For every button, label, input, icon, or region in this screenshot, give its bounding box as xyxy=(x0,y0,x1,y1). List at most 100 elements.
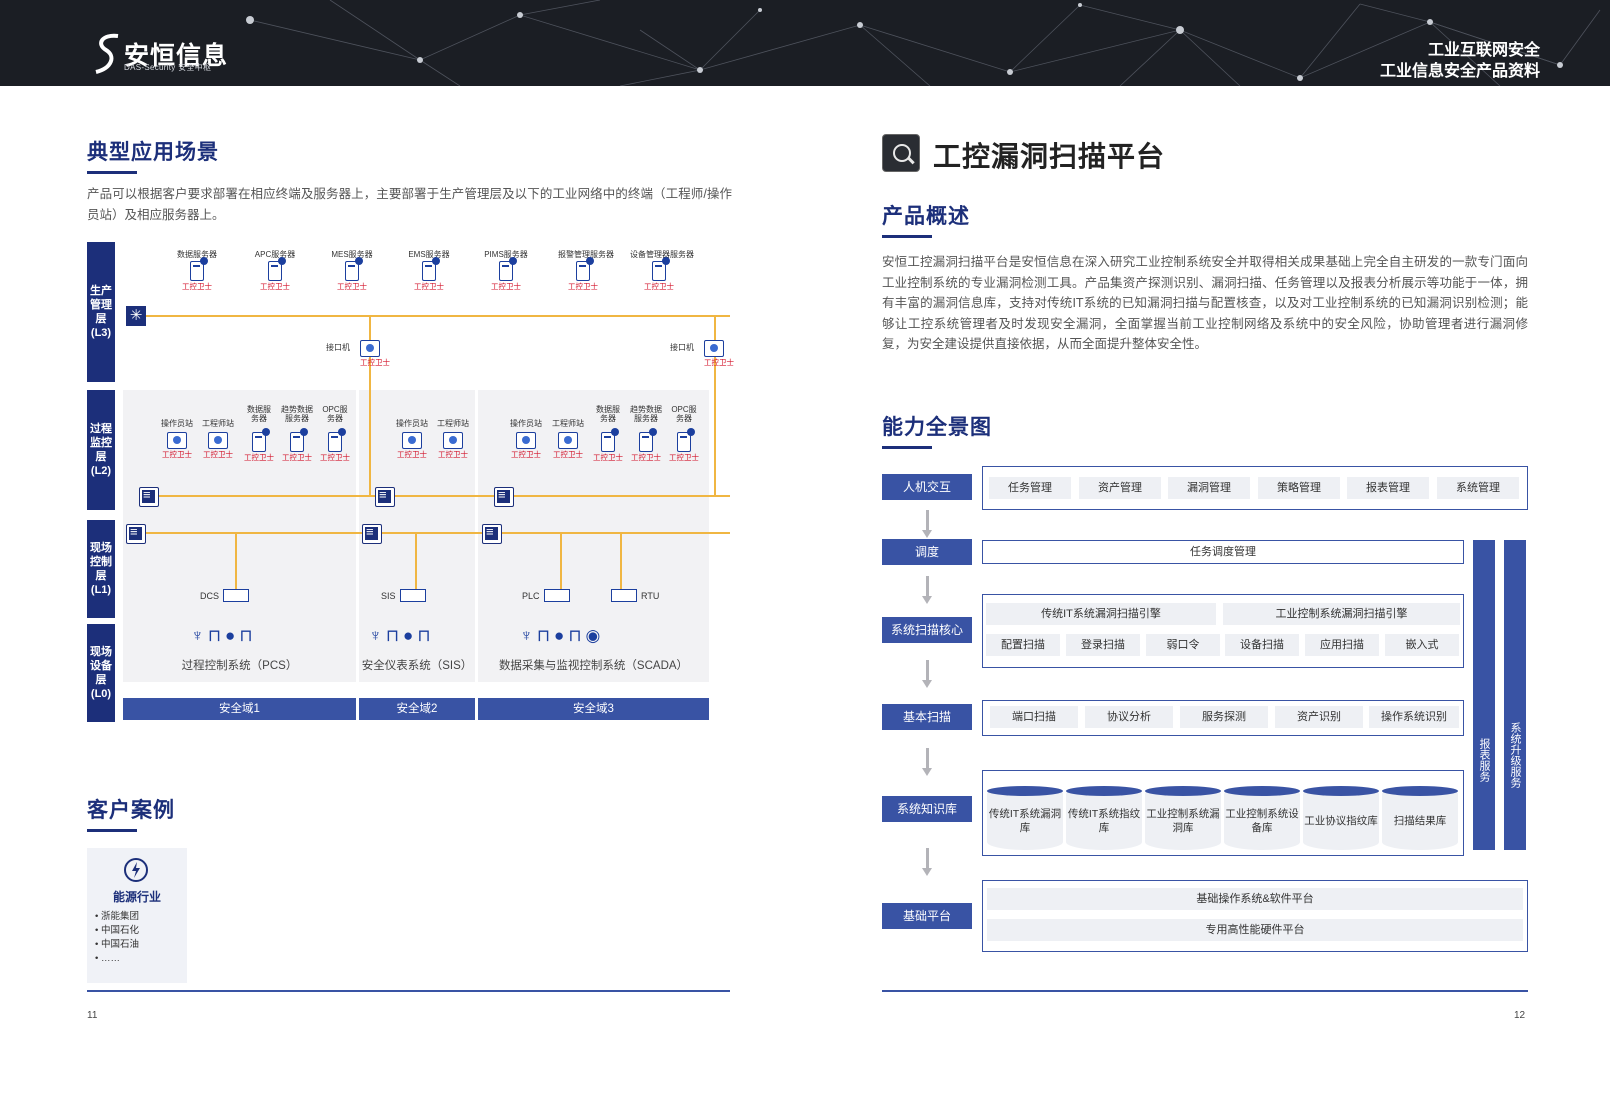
rtu-link xyxy=(620,532,622,590)
list-item: • …… xyxy=(95,953,120,964)
down-arrow-icon xyxy=(922,576,932,606)
case-list: • 浙能集团 • 中国石化 • 中国石油 • …… xyxy=(95,910,185,966)
kb-item: 工业控制系统设备库 xyxy=(1224,786,1300,850)
layer-schedule: 调度 xyxy=(882,539,972,565)
z3-opc-server: OPC服务器工控卫士 xyxy=(669,405,699,462)
workstation-icon xyxy=(167,432,187,449)
server-icon xyxy=(639,428,657,452)
logo-subtitle: DAS-Security 安全中枢 xyxy=(124,63,212,72)
schedule-box: 任务调度管理 xyxy=(982,540,1464,564)
gateway-link-2 xyxy=(714,315,716,495)
controller-icon xyxy=(543,589,570,602)
workstation-icon xyxy=(402,432,422,449)
switch-icon xyxy=(139,487,159,507)
workstation-icon xyxy=(558,432,578,449)
kb-item: 传统IT系统漏洞库 xyxy=(987,786,1063,850)
workstation-icon xyxy=(208,432,228,449)
gateway-icon xyxy=(360,340,380,357)
engine-ics: 工业控制系统漏洞扫描引擎 xyxy=(1223,603,1460,625)
hci-item: 漏洞管理 xyxy=(1168,477,1250,499)
system-scada: 数据采集与监视控制系统（SCADA） xyxy=(498,660,689,672)
zone-label-2: 安全域2 xyxy=(359,698,475,720)
l3-server-1: 数据服务器工控卫士 xyxy=(177,250,217,291)
firewall-icon: ✳ xyxy=(126,306,146,326)
server-icon xyxy=(652,257,670,281)
switch-icon xyxy=(375,487,395,507)
footer-divider xyxy=(882,990,1528,992)
list-item: • 中国石油 xyxy=(95,939,139,950)
kb-item: 扫描结果库 xyxy=(1382,786,1458,850)
dcs-link xyxy=(235,532,237,590)
server-icon xyxy=(290,428,308,452)
logo-text: 安恒信息 xyxy=(124,42,229,70)
l3-server-6: 报警管理服务器工控卫士 xyxy=(558,250,614,291)
server-icon xyxy=(422,257,440,281)
scan-core-item: 应用扫描 xyxy=(1305,634,1379,656)
server-icon xyxy=(190,257,208,281)
page-number-right: 12 xyxy=(1514,1010,1526,1021)
scenario-description: 产品可以根据客户要求部署在相应终端及服务器上，主要部署于生产管理层及以下的工业网… xyxy=(87,187,732,222)
z3-data-server: 数据服务器工控卫士 xyxy=(593,405,623,462)
system-pcs: 过程控制系统（PCS） xyxy=(181,660,298,672)
capability-title: 能力全景图 xyxy=(882,411,992,449)
l2-network-line-b xyxy=(146,532,730,534)
l3-server-4: EMS服务器工控卫士 xyxy=(408,250,450,291)
gateway-link-1 xyxy=(369,315,371,495)
server-icon xyxy=(576,257,594,281)
level-l0: 现场设备层(L0) xyxy=(87,624,115,722)
level-l1: 现场控制层(L1) xyxy=(87,520,115,618)
basic-scan-item: 协议分析 xyxy=(1085,706,1173,728)
layer-kb: 系统知识库 xyxy=(882,796,972,822)
plc-controller: PLC xyxy=(522,589,570,602)
zone-1-area xyxy=(123,390,356,682)
engine-it: 传统IT系统漏洞扫描引擎 xyxy=(986,603,1216,625)
z2-engineer-station: 工程师站工控卫士 xyxy=(437,419,469,459)
basic-scan-item: 服务探测 xyxy=(1180,706,1268,728)
sis-controller: SIS xyxy=(381,589,426,602)
list-item: • 浙能集团 xyxy=(95,911,139,922)
gateway-icon xyxy=(704,340,724,357)
layer-scan-core: 系统扫描核心 xyxy=(882,617,972,643)
logo-mark-icon xyxy=(95,33,119,74)
z1-trend-server: 趋势数据服务器工控卫士 xyxy=(281,405,313,462)
level-l2: 过程监控层(L2) xyxy=(87,390,115,510)
scan-core-item: 配置扫描 xyxy=(986,634,1060,656)
controller-icon xyxy=(611,589,637,602)
l3-server-3: MES服务器工控卫士 xyxy=(331,250,373,291)
field-device-icons: ♆⊓●⊓ xyxy=(191,626,257,645)
gateway-2: 接口机工控卫士 xyxy=(670,338,734,367)
list-item: • 中国石化 xyxy=(95,925,139,936)
case-card: 能源行业 • 浙能集团 • 中国石化 • 中国石油 • …… xyxy=(87,848,187,983)
scanner-icon xyxy=(882,134,920,172)
server-icon xyxy=(328,428,346,452)
switch-icon xyxy=(494,487,514,507)
z1-opc-server: OPC服务器工控卫士 xyxy=(320,405,350,462)
z2-operator-station: 操作员站工控卫士 xyxy=(396,419,428,459)
side-report-service: 报表服务 xyxy=(1473,540,1495,850)
product-title: 工控漏洞扫描平台 xyxy=(933,141,1166,172)
network-background-graphic xyxy=(246,0,1601,86)
page-number-left: 11 xyxy=(87,1010,98,1021)
kb-item: 工业控制系统漏洞库 xyxy=(1145,786,1221,850)
layer-hci: 人机交互 xyxy=(882,474,972,500)
energy-icon xyxy=(124,858,148,882)
page-header: 安恒信息 DAS-Security 安全中枢 工业互联网安全 工业信息安全产品资… xyxy=(0,0,1610,86)
z3-operator-station: 操作员站工控卫士 xyxy=(510,419,542,459)
layer-basic-scan: 基本扫描 xyxy=(882,704,972,730)
platform-item: 专用高性能硬件平台 xyxy=(987,919,1523,941)
field-device-icons: ♆⊓●⊓ xyxy=(369,626,435,645)
field-device-icons: ♆⊓●⊓◉ xyxy=(520,626,605,645)
l2-network-line-a xyxy=(156,495,730,497)
hci-item: 策略管理 xyxy=(1258,477,1340,499)
server-icon xyxy=(268,257,286,281)
scan-core-item: 登录扫描 xyxy=(1066,634,1140,656)
l3-server-5: PIMS服务器工控卫士 xyxy=(484,250,528,291)
controller-icon xyxy=(223,589,250,602)
zone-label-1: 安全域1 xyxy=(123,698,356,720)
basic-scan-item: 端口扫描 xyxy=(990,706,1078,728)
l3-server-7: 设备管理器服务器工控卫士 xyxy=(630,250,694,291)
l3-server-2: APC服务器工控卫士 xyxy=(254,250,296,291)
hci-item: 资产管理 xyxy=(1079,477,1161,499)
switch-icon xyxy=(362,524,382,544)
system-sis: 安全仪表系统（SIS） xyxy=(361,660,473,672)
